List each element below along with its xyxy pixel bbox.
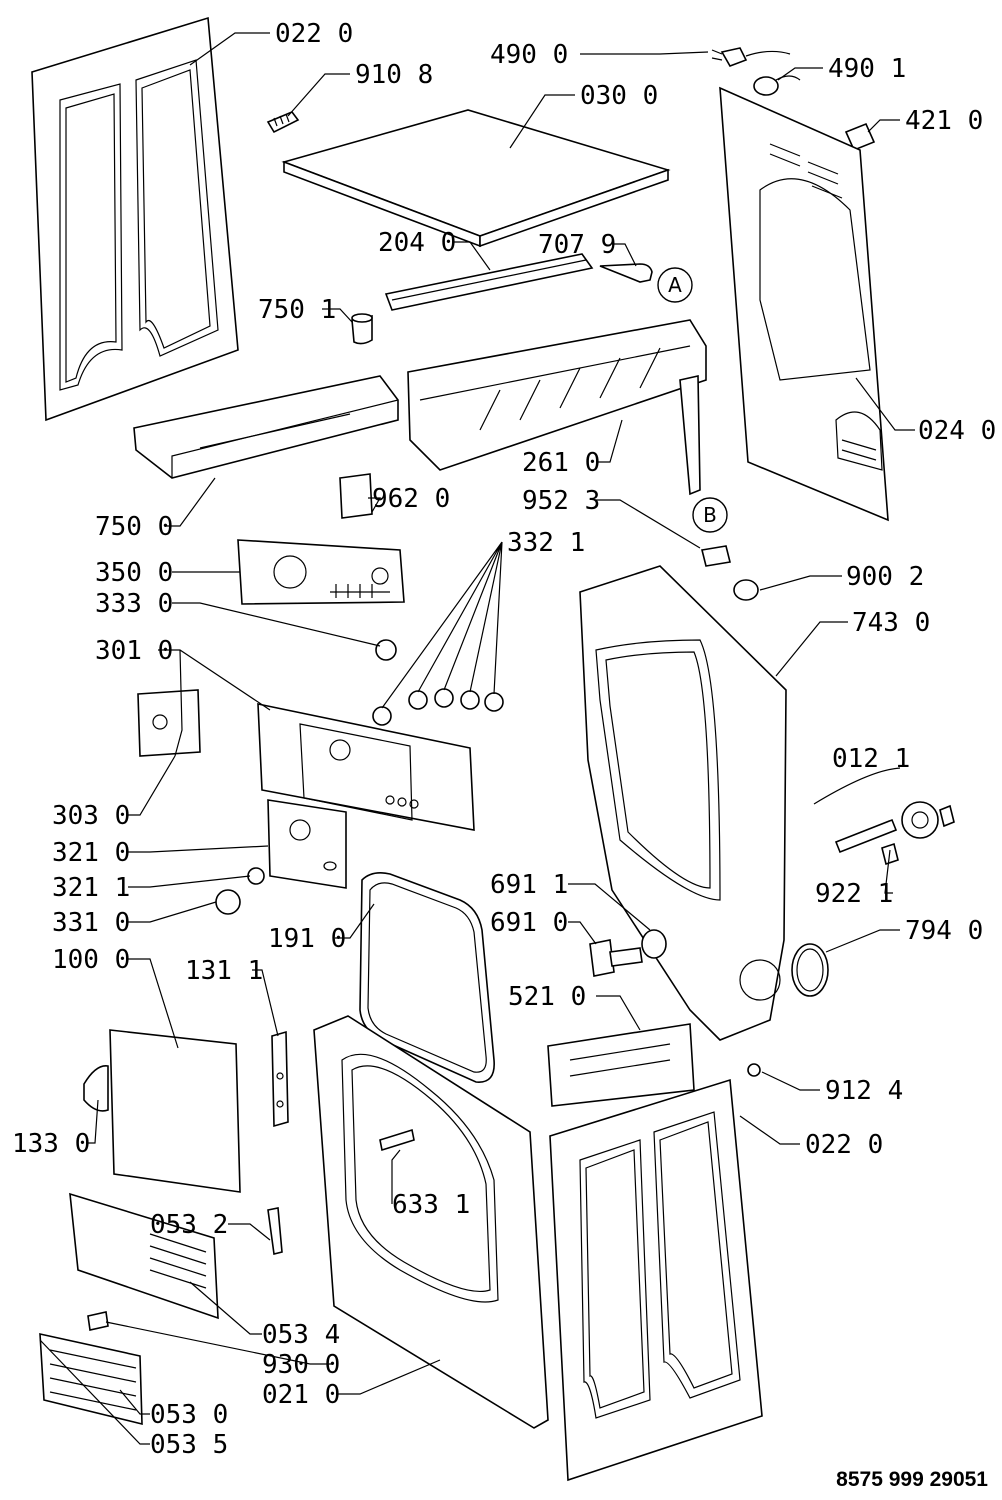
knob-drawing [375,639,397,661]
reference-b: B [692,497,728,533]
bushing-drawing [351,313,373,345]
part-label-100-0: 100 0 [52,945,130,975]
part-label-191-0: 191 0 [268,924,346,954]
part-label-022-0-top: 022 0 [275,19,353,49]
cap-drawing [844,122,876,152]
reference-b-text: B [703,503,717,527]
part-label-900-2: 900 2 [846,562,924,592]
part-label-691-1: 691 1 [490,870,568,900]
gasket-drawing [641,929,667,959]
rear-panel-drawing [719,86,889,522]
knob-cap-drawing [701,545,731,567]
ring-drawing [247,867,265,885]
part-label-021-0: 021 0 [262,1380,340,1410]
part-label-930-0: 930 0 [262,1350,340,1380]
round-cap-drawing [733,579,759,601]
part-label-633-1: 633 1 [392,1190,470,1220]
clip-drawing [267,1207,283,1255]
screw-drawing [266,111,300,134]
part-label-707-9: 707 9 [538,230,616,260]
seal-strip-drawing [384,253,594,311]
part-label-350-0: 350 0 [95,558,173,588]
foam-drawing [87,1311,109,1331]
pin-drawing [379,1128,415,1152]
part-label-332-1: 332 1 [507,528,585,558]
part-label-022-0-bottom: 022 0 [805,1130,883,1160]
label-sticker-drawing [339,473,373,519]
part-label-133-0: 133 0 [12,1129,90,1159]
part-label-922-1: 922 1 [815,879,893,909]
part-label-024-0: 024 0 [918,416,996,446]
part-label-521-0: 521 0 [508,982,586,1012]
belt-ring-drawing [791,943,829,997]
part-label-030-0: 030 0 [580,81,658,111]
part-label-490-0: 490 0 [490,40,568,70]
part-label-131-1: 131 1 [185,956,263,986]
part-label-750-1: 750 1 [258,295,336,325]
water-container-drawing [133,375,399,479]
part-label-691-0: 691 0 [490,908,568,938]
part-label-743-0: 743 0 [852,608,930,638]
part-label-012-1: 012 1 [832,744,910,774]
control-board-drawing [547,1023,695,1107]
side-panel-left-drawing [31,16,239,422]
part-label-952-3: 952 3 [522,486,600,516]
part-label-261-0: 261 0 [522,448,600,478]
door-handle-drawing [83,1065,109,1112]
holder-drawing [589,939,643,977]
front-panel-drawing [313,1015,549,1429]
console-panel-drawing [257,703,475,831]
buttons-drawing [372,688,504,726]
part-label-204-0: 204 0 [378,228,456,258]
part-label-053-0: 053 0 [150,1400,228,1430]
part-label-333-0: 333 0 [95,589,173,619]
electronic-board-drawing [237,539,405,605]
part-label-053-4: 053 4 [262,1320,340,1350]
sensor-drawing [599,263,653,283]
part-label-321-1: 321 1 [52,873,130,903]
filter-frame-drawing [69,1192,219,1320]
drawer-handle-drawing [137,689,201,757]
part-label-053-5: 053 5 [150,1430,228,1460]
fuse-drawing [753,75,801,96]
drum-front-frame-drawing [579,565,787,1041]
document-number: 8575 999 29051 [836,1468,988,1491]
grid-drawing [39,1332,143,1426]
part-label-301-0: 301 0 [95,636,173,666]
part-label-321-0: 321 0 [52,838,130,868]
side-panel-right-drawing [549,1078,763,1482]
door-panel-drawing [109,1029,241,1193]
part-label-053-2: 053 2 [150,1210,228,1240]
part-label-750-0: 750 0 [95,512,173,542]
part-label-912-4: 912 4 [825,1076,903,1106]
door-seal-drawing [359,872,495,1083]
part-label-421-0: 421 0 [905,106,983,136]
leader-lines [39,32,915,1445]
hinge-drawing [271,1030,289,1128]
part-label-303-0: 303 0 [52,801,130,831]
part-label-794-0: 794 0 [905,916,983,946]
part-label-962-0: 962 0 [372,484,450,514]
reference-a: A [657,267,693,303]
part-label-490-1: 490 1 [828,54,906,84]
duct-drawing [407,319,707,496]
drum-shaft-drawing [813,767,955,866]
decor-panel-drawing [267,799,347,889]
top-lid-drawing [281,109,671,248]
big-knob-drawing [215,889,241,915]
part-label-331-0: 331 0 [52,908,130,938]
small-screw-drawing [747,1063,761,1077]
part-label-910-8: 910 8 [355,60,433,90]
reference-a-text: A [668,273,682,297]
power-cord-drawing [711,47,791,67]
